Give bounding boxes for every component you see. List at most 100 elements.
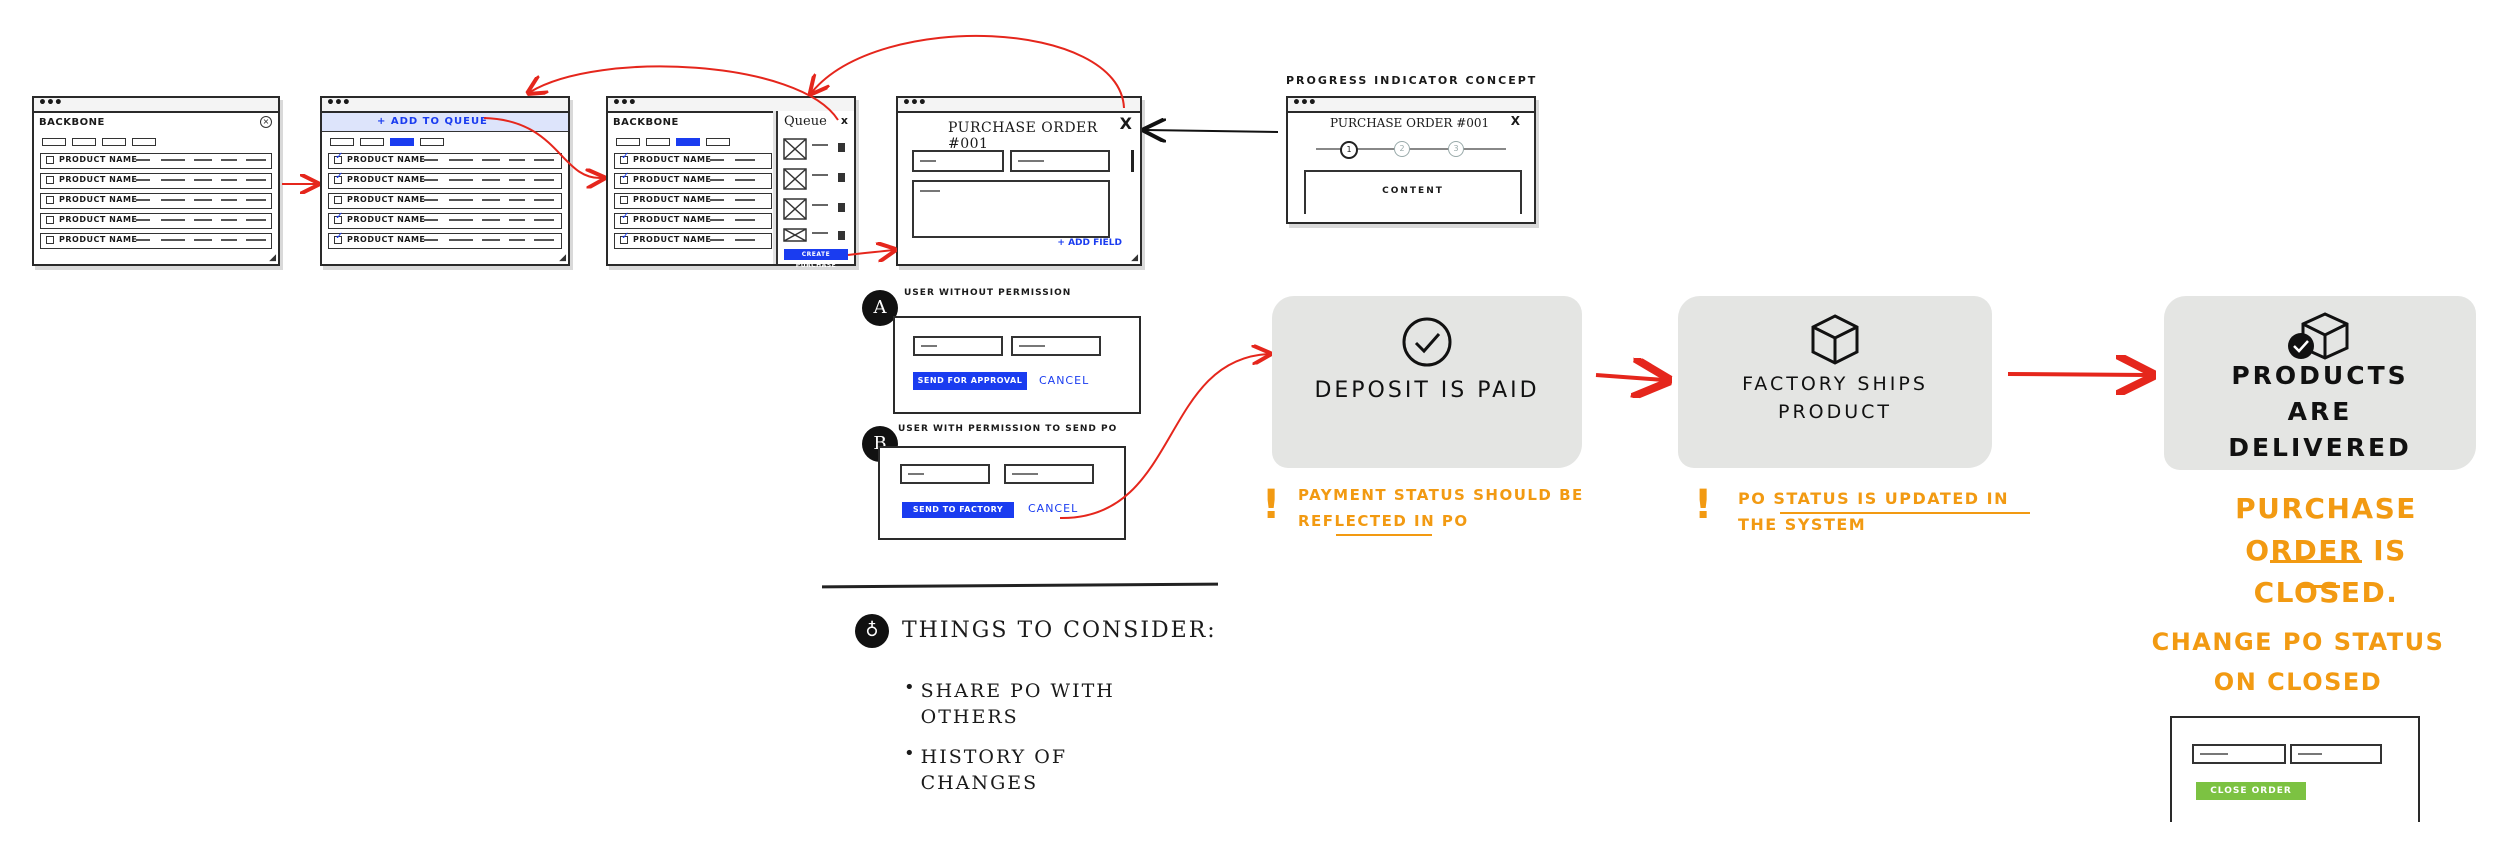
resize-grip-icon: ◢ [269,253,276,263]
queue-panel-title: Queue [784,114,827,129]
progress-step: 1 [1340,141,1358,159]
progress-concept-label: PROGRESS INDICATOR CONCEPT [1286,74,1538,87]
window-titlebar: ••• [322,95,568,113]
wireframe-progress-concept: ••• PURCHASE ORDER #001 X 1 2 3 CONTENT [1286,95,1536,224]
table-row: PRODUCT NAME [328,211,562,229]
table-row: PRODUCT NAME [614,171,772,189]
filter-tabs [42,138,156,146]
arrow-concept-to-po [1146,130,1279,132]
add-field-link: + ADD FIELD [1057,238,1122,248]
warning-icon: ! [1694,482,1713,528]
wireframe-close-order: CLOSE ORDER [2170,716,2420,822]
arrow-deposit-to-factory [1595,375,1664,380]
change-po-status-note: CHANGE PO STATUS ON CLOSED [2151,628,2445,696]
note-underline [2300,585,2340,588]
send-for-approval-button: SEND FOR APPROVAL [913,372,1027,390]
box-icon [1811,314,1859,365]
table-row: PRODUCT NAME [614,193,772,209]
table-row: PRODUCT NAME [328,193,562,209]
close-icon: x [840,114,848,127]
table-row: PRODUCT NAME [328,171,562,189]
close-icon: X [1510,114,1520,128]
warning-icon: ! [1262,482,1281,528]
send-to-factory-button: SEND TO FACTORY [902,502,1014,518]
considerations-title: THINGS TO CONSIDER: [902,618,1217,643]
step-label: PRODUCTS ARE DELIVERED [2228,361,2412,462]
table-row: PRODUCT NAME [614,231,772,249]
table-row: PRODUCT NAME [614,211,772,229]
settings-icon: × [260,116,272,128]
add-to-queue-link: + ADD TO QUEUE [377,116,488,127]
resize-grip-icon: ◢ [1131,253,1138,263]
variant-a-heading: USER WITHOUT PERMISSION [904,288,1072,298]
cancel-link: CANCEL [1028,502,1079,515]
filter-tabs [330,138,444,146]
window-title: BACKBONE [613,117,679,128]
table-row: PRODUCT NAME [328,151,562,169]
note-underline [2270,560,2362,563]
check-circle-icon [1402,317,1452,367]
wireframe-variant-a: SEND FOR APPROVAL CANCEL [893,316,1141,414]
po-title: PURCHASE ORDER #001 [948,120,1098,152]
step-card-products-delivered: PRODUCTS ARE DELIVERED [2164,296,2476,470]
wireframe-add-to-queue: ••• + ADD TO QUEUE PRODUCT NAME PRODUCT … [320,95,570,266]
divider [821,582,1219,589]
boxes-check-icon [2288,312,2349,360]
list-item: • HISTORY OF CHANGES [904,743,1068,795]
close-icon: X [1119,114,1132,133]
po-field [1011,336,1101,356]
window-dots: ••• [326,95,351,111]
po-closed-note: PURCHASE ORDER IS CLOSED. [2235,492,2417,609]
progress-step: 2 [1394,141,1410,157]
step-label: FACTORY SHIPS PRODUCT [1742,373,1928,423]
table-row: PRODUCT NAME [328,231,562,249]
content-area: CONTENT [1304,170,1522,214]
list-item: • SHARE PO WITH OTHERS [904,677,1115,729]
table-row: PRODUCT NAME [40,193,272,209]
payment-status-note: PAYMENT STATUS SHOULD BE REFLECTED IN PO [1298,486,1584,530]
po-field [913,336,1003,356]
window-dots: ••• [612,95,637,111]
wireframe-variant-b: SEND TO FACTORY CANCEL [878,446,1126,540]
window-titlebar: ••• [34,95,278,113]
progress-step: 3 [1448,141,1464,157]
variant-b-heading: USER WITH PERMISSION TO SEND PO [898,424,1118,434]
po-field [912,150,1004,172]
po-title: PURCHASE ORDER #001 [1330,116,1490,130]
filter-tabs [616,138,730,146]
considerations-list: • SHARE PO WITH OTHERS • HISTORY OF CHAN… [904,678,1144,796]
create-purchase-order-button: CREATE PURCHASE ORDER [784,249,848,280]
step-label: DEPOSIT IS PAID [1314,378,1540,403]
wireframe-product-list: ••• BACKBONE × PRODUCT NAME PRODUCT NAME… [32,95,280,266]
queue-items [783,138,845,242]
table-row: PRODUCT NAME [40,213,272,229]
window-dots: ••• [38,95,63,111]
resize-grip-icon: ◢ [559,253,566,263]
po-field [2192,744,2286,764]
cancel-link: CANCEL [1039,374,1090,387]
queue-panel: Queue x CREATE PURCHASE ORDER [776,111,854,280]
close-order-button: CLOSE ORDER [2196,782,2306,800]
window-titlebar: ••• [898,95,1140,113]
lightbulb-icon: ♁ [855,614,889,648]
po-field [2290,744,2382,764]
table-row: PRODUCT NAME [40,153,272,169]
variant-badge-a: A [862,290,898,326]
po-field [1004,464,1094,484]
window-titlebar: ••• [1288,95,1534,113]
note-underline [1336,534,1432,536]
progress-track [1316,148,1506,150]
note-underline [1780,512,2030,514]
po-status-note: PO STATUS IS UPDATED IN THE SYSTEM [1738,489,2009,534]
scroll-indicator [1131,150,1134,172]
wireframe-queue-panel: ••• BACKBONE PRODUCT NAME PRODUCT NAME P… [606,95,856,280]
po-field [900,464,990,484]
step-card-factory-ships: FACTORY SHIPS PRODUCT [1678,296,1992,468]
wireframe-purchase-order: ••• PURCHASE ORDER #001 X + ADD FIELD ◢ [896,95,1142,266]
window-dots: ••• [902,95,927,111]
content-label: CONTENT [1382,186,1444,196]
table-row: PRODUCT NAME [614,151,772,169]
po-textarea [912,180,1110,238]
po-field [1010,150,1110,172]
window-dots: ••• [1292,95,1317,111]
